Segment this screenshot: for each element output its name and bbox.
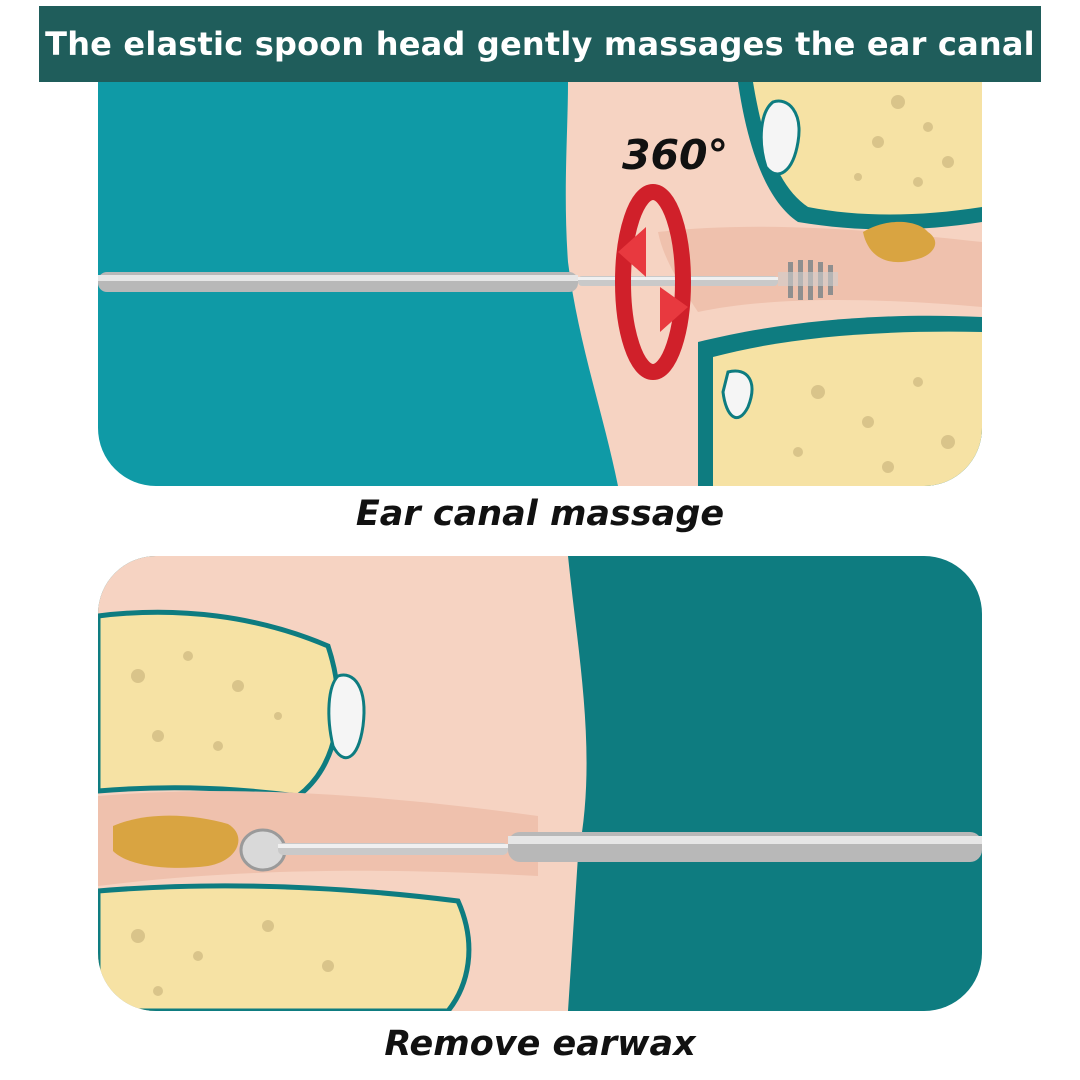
remove-earwax-illustration: [98, 556, 982, 1011]
caption-remove-earwax: Remove earwax: [384, 1024, 696, 1064]
caption-ear-canal-massage: Ear canal massage: [355, 494, 725, 534]
panel-ear-canal-massage: [98, 82, 982, 486]
banner: The elastic spoon head gently massages t…: [39, 6, 1041, 82]
ear-canal-massage-illustration: [98, 82, 982, 486]
rotation-label: 360°: [622, 131, 729, 179]
ear-pick-spoon-icon: [239, 828, 982, 872]
rotation-arrow-icon: [615, 184, 691, 380]
panel-remove-earwax: [98, 556, 982, 1011]
banner-title: The elastic spoon head gently massages t…: [45, 25, 1035, 63]
